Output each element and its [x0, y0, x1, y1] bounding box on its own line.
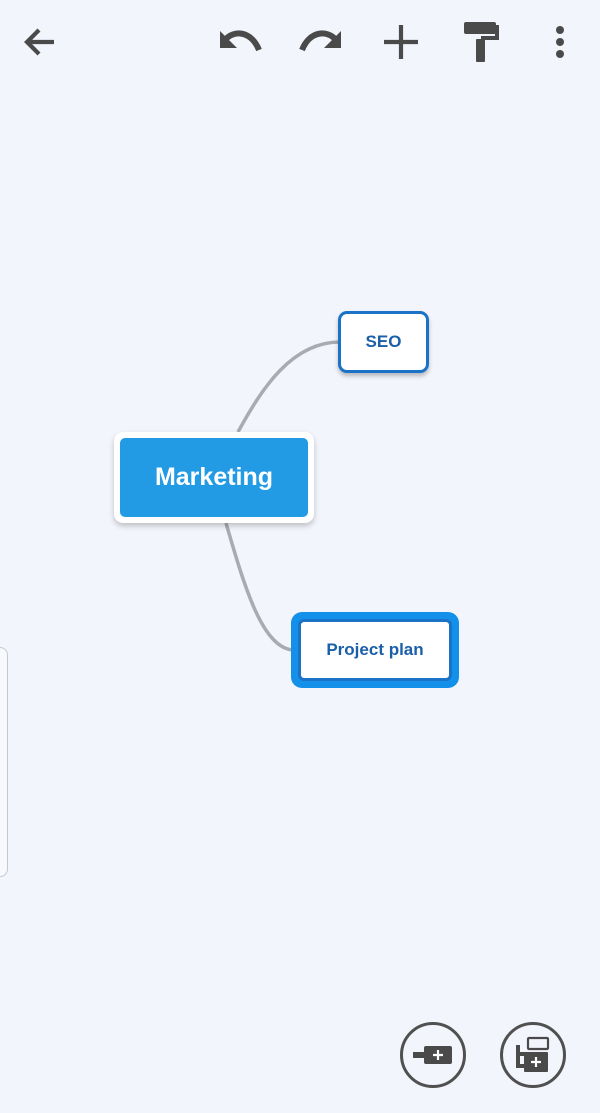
more-vertical-icon: [556, 26, 564, 58]
plus-icon: [384, 25, 418, 59]
arrow-back-icon: [24, 28, 54, 56]
mindmap-root-node[interactable]: Marketing: [114, 432, 314, 523]
add-sibling-button[interactable]: [400, 1022, 466, 1088]
more-options-button[interactable]: [534, 16, 586, 68]
add-child-node-icon: [516, 1036, 550, 1072]
connector-project-plan: [224, 522, 294, 652]
undo-button[interactable]: [214, 16, 266, 68]
add-child-button[interactable]: [500, 1022, 566, 1088]
project-plan-label: Project plan: [298, 619, 452, 681]
root-node-label: Marketing: [120, 438, 308, 517]
paint-roller-icon: [464, 22, 499, 62]
add-node-button[interactable]: [375, 16, 427, 68]
mindmap-node-seo[interactable]: SEO: [338, 311, 429, 373]
undo-icon: [220, 30, 262, 52]
format-button[interactable]: [455, 16, 507, 68]
side-drawer-handle[interactable]: [0, 647, 8, 877]
mindmap-node-project-plan[interactable]: Project plan: [291, 612, 459, 688]
connector-seo: [236, 340, 341, 433]
redo-icon: [299, 30, 341, 52]
redo-button[interactable]: [295, 16, 347, 68]
add-sibling-node-icon: [413, 1046, 452, 1064]
back-button[interactable]: [14, 16, 66, 68]
